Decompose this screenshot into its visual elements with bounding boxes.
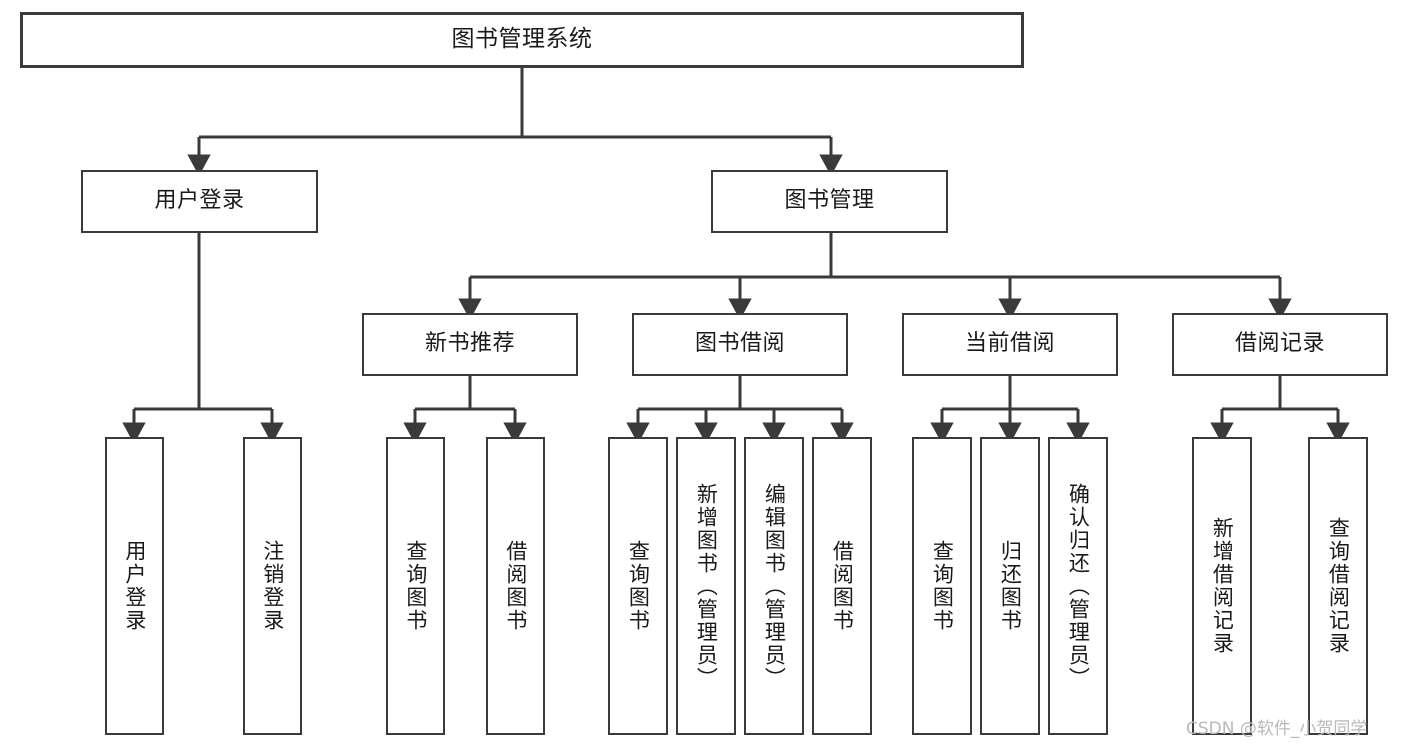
node-book-manage[interactable]: 图书管理	[711, 170, 948, 233]
node-new-book-recommend[interactable]: 新书推荐	[362, 313, 578, 376]
node-new-book-recommend-label: 新书推荐	[424, 331, 515, 357]
node-leaf-logout[interactable]: 注销登录	[243, 437, 302, 735]
node-leaf-query-book-2-label: 查询图书	[626, 540, 651, 632]
node-leaf-borrow-book-1-label: 借阅图书	[503, 540, 528, 632]
node-user-login[interactable]: 用户登录	[81, 170, 318, 233]
node-current-borrow[interactable]: 当前借阅	[902, 313, 1118, 376]
node-borrow-record-label: 借阅记录	[1234, 331, 1325, 357]
node-leaf-query-book-1[interactable]: 查询图书	[386, 437, 445, 735]
node-leaf-edit-book[interactable]: 编辑图书（管理员）	[744, 437, 804, 735]
node-leaf-user-login[interactable]: 用户登录	[105, 437, 164, 735]
node-leaf-add-record[interactable]: 新增借阅记录	[1192, 437, 1252, 735]
node-leaf-query-book-1-label: 查询图书	[403, 540, 428, 632]
node-leaf-query-record-label: 查询借阅记录	[1326, 517, 1351, 655]
node-leaf-edit-book-label: 编辑图书（管理员）	[762, 482, 787, 690]
node-leaf-query-book-3[interactable]: 查询图书	[912, 437, 972, 735]
node-leaf-logout-label: 注销登录	[260, 540, 285, 632]
node-borrow-record[interactable]: 借阅记录	[1172, 313, 1388, 376]
node-book-manage-label: 图书管理	[784, 188, 875, 214]
node-leaf-query-record[interactable]: 查询借阅记录	[1308, 437, 1368, 735]
node-leaf-add-record-label: 新增借阅记录	[1210, 517, 1235, 655]
node-leaf-add-book-label: 新增图书（管理员）	[694, 482, 719, 690]
node-leaf-confirm-return-label: 确认归还（管理员）	[1066, 482, 1091, 690]
node-leaf-query-book-2[interactable]: 查询图书	[608, 437, 668, 735]
node-current-borrow-label: 当前借阅	[964, 331, 1055, 357]
node-root[interactable]: 图书管理系统	[20, 12, 1024, 68]
node-leaf-borrow-book-2[interactable]: 借阅图书	[812, 437, 872, 735]
node-leaf-add-book[interactable]: 新增图书（管理员）	[676, 437, 736, 735]
node-leaf-confirm-return[interactable]: 确认归还（管理员）	[1048, 437, 1108, 735]
node-leaf-query-book-3-label: 查询图书	[930, 540, 955, 632]
node-leaf-borrow-book-2-label: 借阅图书	[830, 540, 855, 632]
node-leaf-borrow-book-1[interactable]: 借阅图书	[486, 437, 545, 735]
node-leaf-return-book[interactable]: 归还图书	[980, 437, 1040, 735]
node-user-login-label: 用户登录	[154, 188, 245, 214]
node-leaf-return-book-label: 归还图书	[998, 540, 1023, 632]
node-book-borrow[interactable]: 图书借阅	[632, 313, 848, 376]
node-root-label: 图书管理系统	[451, 26, 593, 53]
node-book-borrow-label: 图书借阅	[694, 331, 785, 357]
node-leaf-user-login-label: 用户登录	[122, 540, 147, 632]
